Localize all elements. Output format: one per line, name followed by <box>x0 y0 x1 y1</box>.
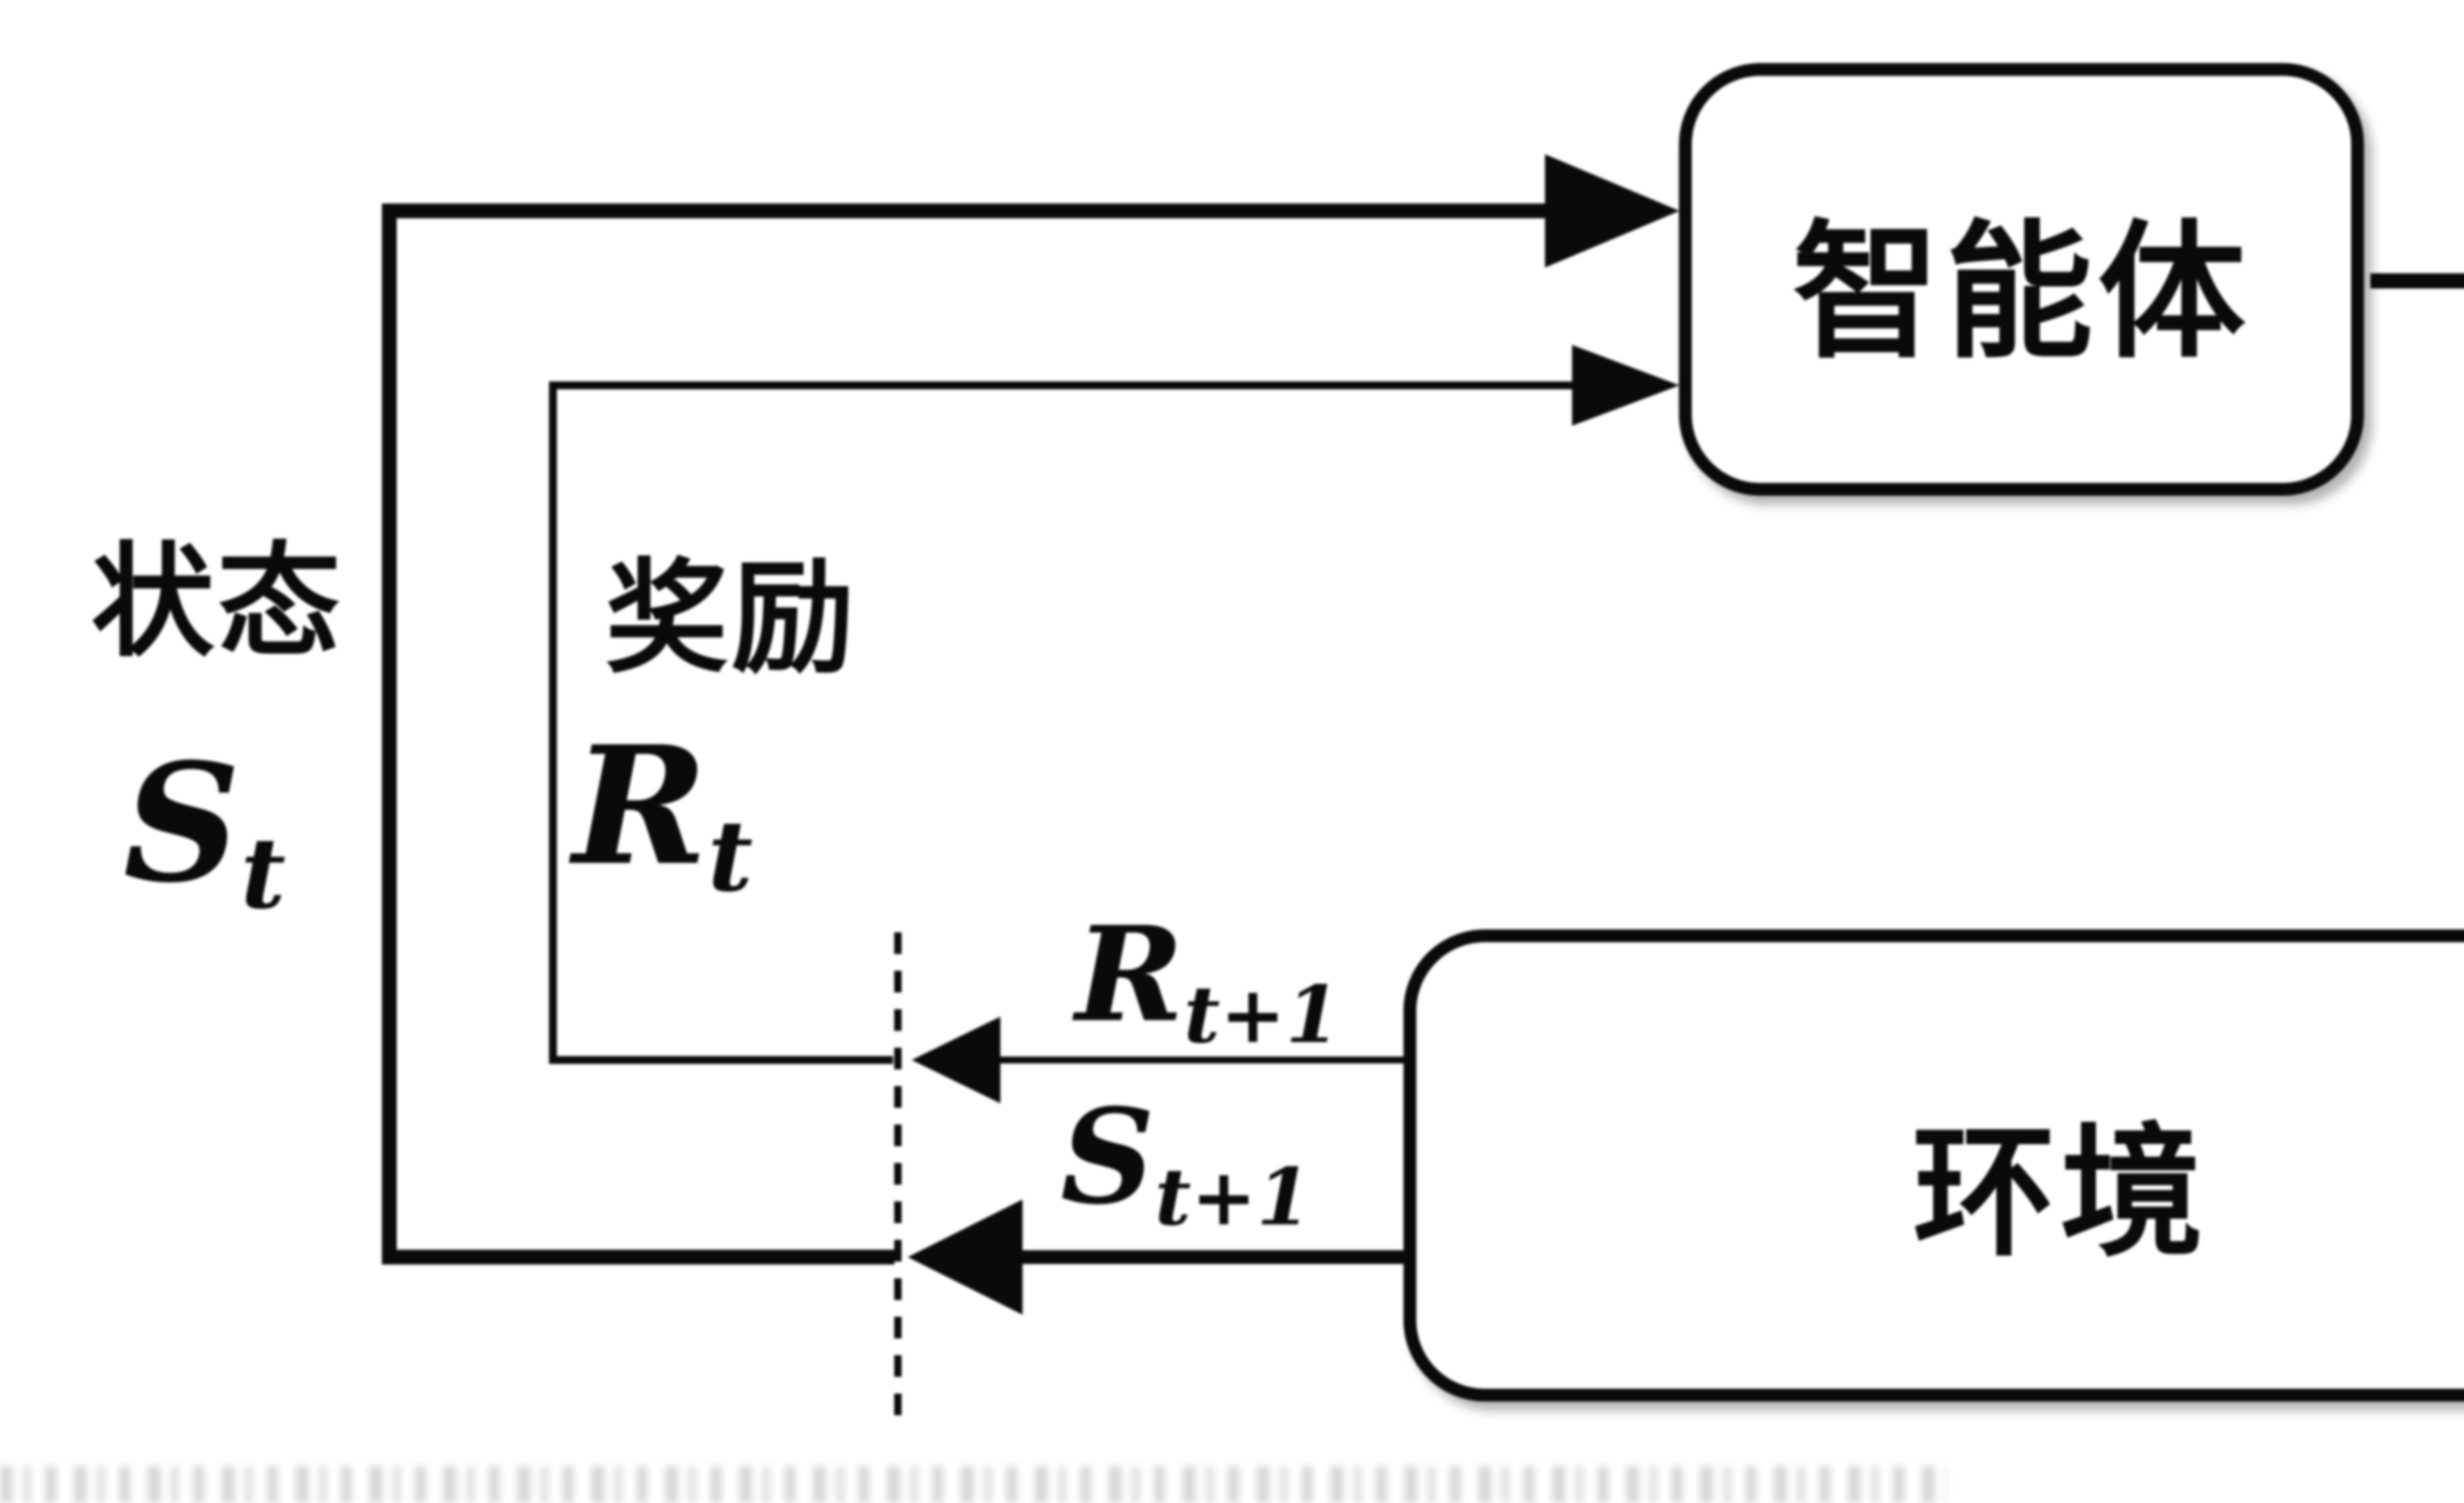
reward-symbol-sub: t <box>708 798 753 914</box>
cropped-caption-fragment <box>0 1466 1947 1503</box>
reward-symbol-base: R <box>573 710 708 901</box>
state-text-label: 状态 <box>91 529 343 674</box>
next-reward-symbol-base: R <box>1075 898 1184 1051</box>
environment-label: 环境 <box>1913 1109 2208 1276</box>
next-reward-symbol-sub: t+1 <box>1184 969 1340 1061</box>
next-state-symbol-sub: t+1 <box>1155 1151 1311 1243</box>
next-state-symbol: St+1 <box>1061 1092 1311 1236</box>
state-symbol-sub: t <box>240 816 286 931</box>
next-reward-arrowhead-icon <box>912 1017 1000 1103</box>
reward-into-agent-arrowhead-icon <box>1572 345 1679 426</box>
environment-box: 环境 <box>1403 929 2464 1401</box>
state-loop-line <box>382 204 1557 1264</box>
state-symbol: St <box>123 742 286 922</box>
state-symbol-base: S <box>123 727 241 919</box>
next-state-symbol-base: S <box>1061 1080 1155 1233</box>
reward-text-label: 奖励 <box>605 545 857 690</box>
agent-label: 智能体 <box>1792 205 2251 378</box>
agent-box: 智能体 <box>1679 63 2364 496</box>
reward-symbol: Rt <box>573 724 753 905</box>
state-into-agent-arrowhead-icon <box>1545 154 1679 268</box>
reward-loop-line <box>549 381 1577 1064</box>
next-reward-symbol: Rt+1 <box>1075 909 1340 1054</box>
next-state-arrowhead-icon <box>908 1199 1023 1315</box>
